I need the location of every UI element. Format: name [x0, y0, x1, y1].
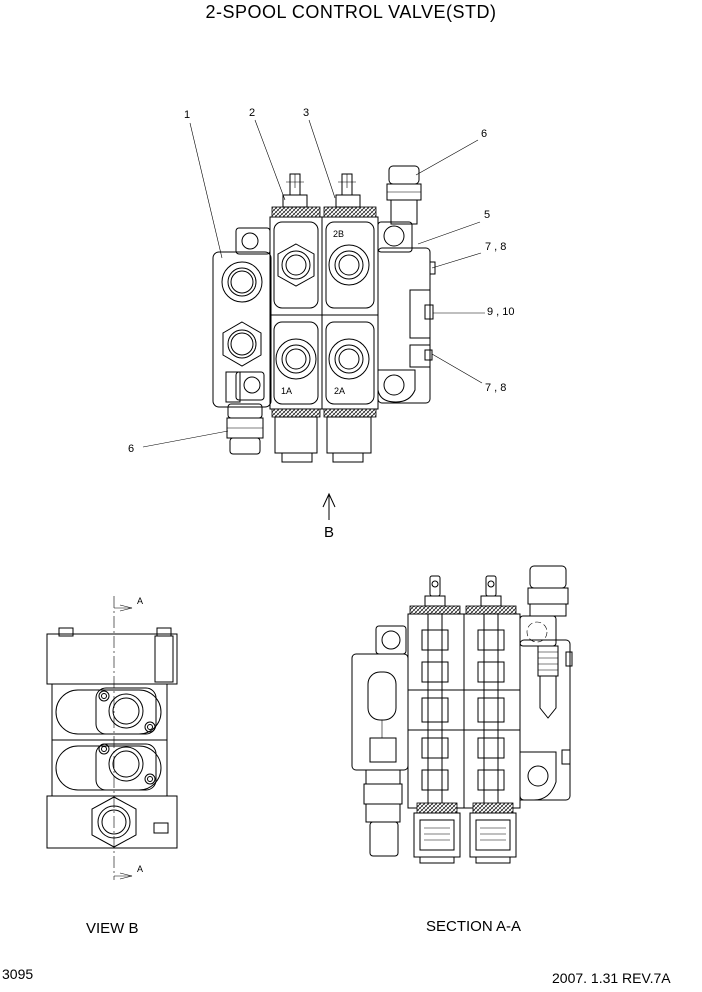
callout-6-top: 6: [481, 128, 488, 140]
callout-2: 2: [249, 107, 256, 119]
callout-5: 5: [484, 209, 491, 221]
revision-stamp: 2007. 1.31 REV.7A: [552, 970, 671, 986]
callout-7-8-top: 7 , 8: [485, 241, 507, 253]
view-arrow-label: B: [324, 524, 335, 541]
section-mark-bottom: A: [137, 864, 144, 874]
view-b-caption: VIEW B: [86, 920, 139, 937]
callout-9-10: 9 , 10: [487, 306, 515, 318]
view-arrow: [322, 492, 336, 520]
page-number: 3095: [2, 966, 34, 982]
front-view: [212, 165, 436, 463]
callout-1: 1: [184, 109, 191, 121]
view-b-drawing: [46, 596, 178, 880]
callout-7-8-bottom: 7 , 8: [485, 382, 507, 394]
section-mark-top: A: [137, 596, 144, 606]
port-label-2a: 2A: [334, 386, 346, 396]
page-title: 2-SPOOL CONTROL VALVE(STD): [205, 2, 497, 22]
section-aa-caption: SECTION A-A: [426, 918, 522, 935]
port-label-1a: 1A: [281, 386, 293, 396]
callout-6-bottom: 6: [128, 443, 135, 455]
port-label-2b: 2B: [333, 229, 345, 239]
callout-3: 3: [303, 107, 310, 119]
leader-lines: [142, 119, 485, 448]
section-aa-drawing: [351, 565, 573, 864]
